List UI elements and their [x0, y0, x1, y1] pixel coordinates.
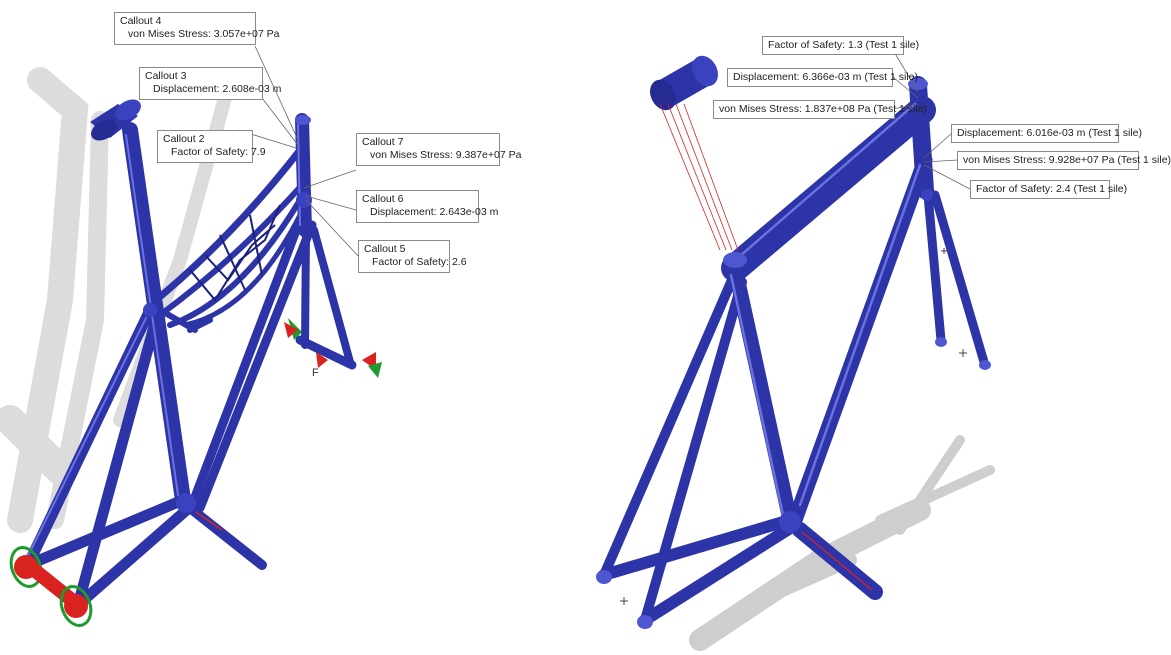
force-label: F — [312, 367, 319, 379]
right-callout-disp-top[interactable]: Displacement: 6.366e-03 m (Test 1 sile) — [727, 68, 918, 87]
right-callout-fos-right[interactable]: Factor of Safety: 2.4 (Test 1 sile) — [970, 180, 1127, 199]
callout-3[interactable]: Callout 3 Displacement: 2.608e-03 m — [139, 67, 282, 100]
callout-4-value: von Mises Stress: 3.057e+07 Pa — [128, 28, 280, 40]
right-frame-tubes — [598, 76, 989, 626]
right-callout-vm-top[interactable]: von Mises Stress: 1.837e+08 Pa (Test 1 s… — [713, 100, 927, 119]
right-callout-fos-top[interactable]: Factor of Safety: 1.3 (Test 1 sile) — [762, 36, 919, 55]
right-frame-highlights — [729, 102, 922, 517]
left-frame-model: F — [0, 45, 382, 629]
right-callout-disp-top-text: Displacement: 6.366e-03 m (Test 1 sile) — [733, 71, 918, 83]
left-seatpost-cylinder — [90, 99, 141, 141]
left-bb-stress-line — [195, 511, 223, 531]
callout-3-title: Callout 3 — [145, 70, 187, 82]
fea-viewport[interactable]: F — [0, 0, 1142, 655]
right-red-wires — [659, 103, 739, 251]
right-callout-fos-right-text: Factor of Safety: 2.4 (Test 1 sile) — [976, 183, 1128, 195]
callout-5[interactable]: Callout 5 Factor of Safety: 2.6 — [358, 240, 467, 273]
left-fork-loads[interactable]: F — [284, 318, 382, 379]
callout-6-title: Callout 6 — [362, 193, 404, 205]
right-callout-fos-top-text: Factor of Safety: 1.3 (Test 1 sile) — [768, 39, 920, 51]
right-frame-joints — [596, 78, 991, 629]
callout-4[interactable]: Callout 4 von Mises Stress: 3.057e+07 Pa — [114, 12, 280, 45]
callout-7-value: von Mises Stress: 9.387e+07 Pa — [370, 149, 522, 161]
right-callout-vm-right-text: von Mises Stress: 9.928e+07 Pa (Test 1 s… — [963, 154, 1171, 166]
callout-3-value: Displacement: 2.608e-03 m — [153, 83, 282, 95]
left-truss-lattice — [189, 204, 281, 302]
callout-6-value: Displacement: 2.643e-03 m — [370, 206, 499, 218]
left-rear-fixtures[interactable] — [6, 543, 96, 629]
callout-7[interactable]: Callout 7 von Mises Stress: 9.387e+07 Pa — [356, 133, 522, 166]
callout-6[interactable]: Callout 6 Displacement: 2.643e-03 m — [356, 190, 499, 223]
left-callout-leaders — [237, 45, 361, 259]
callout-4-title: Callout 4 — [120, 15, 162, 27]
callout-5-value: Factor of Safety: 2.6 — [372, 256, 467, 268]
right-callout-vm-top-text: von Mises Stress: 1.837e+08 Pa (Test 1 s… — [719, 103, 928, 115]
callout-7-title: Callout 7 — [362, 136, 404, 148]
callout-2[interactable]: Callout 2 Factor of Safety: 7.9 — [157, 130, 266, 163]
left-frame-joints — [143, 115, 312, 513]
callout-5-title: Callout 5 — [364, 243, 406, 255]
right-callout-vm-right[interactable]: von Mises Stress: 9.928e+07 Pa (Test 1 s… — [957, 151, 1171, 170]
right-callout-disp-right-text: Displacement: 6.016e-03 m (Test 1 sile) — [957, 127, 1142, 139]
right-frame-model — [596, 44, 995, 651]
left-frame-tubes — [22, 113, 357, 611]
right-origin-markers — [620, 248, 967, 605]
right-bb-stress-line — [801, 531, 873, 591]
callout-2-title: Callout 2 — [163, 133, 205, 145]
right-callout-disp-right[interactable]: Displacement: 6.016e-03 m (Test 1 sile) — [951, 124, 1142, 143]
right-seatpost-cylinder — [650, 55, 718, 111]
callout-2-value: Factor of Safety: 7.9 — [171, 146, 266, 158]
